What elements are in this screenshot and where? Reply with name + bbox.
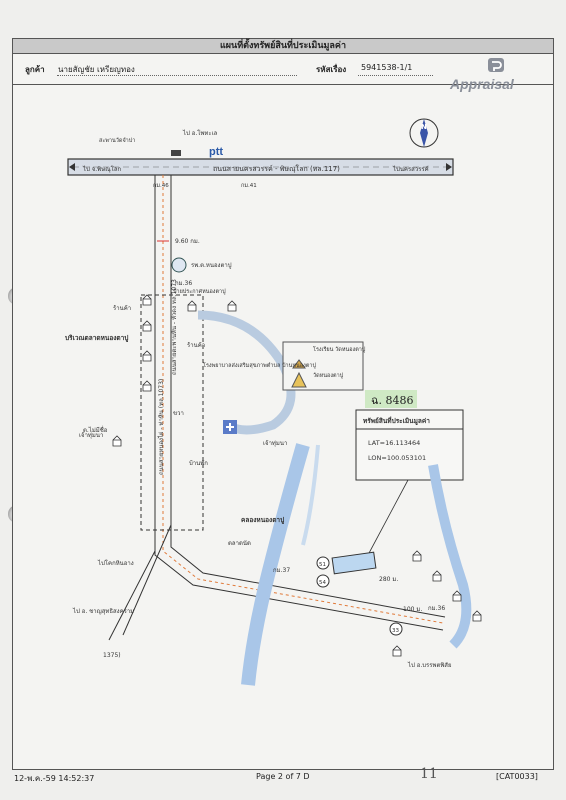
- printed-timestamp: 12-พ.ค.-59 14:52:37: [14, 774, 95, 783]
- gas-station-icon: [171, 150, 181, 156]
- lat-value: LAT=16.113464: [368, 439, 420, 447]
- pagoda-icon: [291, 371, 307, 388]
- school-icon: [171, 257, 187, 273]
- km46-label: กม.46: [153, 183, 169, 189]
- catalog-code: [CAT0033]: [496, 772, 538, 781]
- side-road-label-2: ถนนสายตะพานหิน - หัวดง ทล.1073: [171, 279, 178, 375]
- khwa-label: ขวา: [173, 410, 184, 417]
- to-phopra-label: ไป อ.โพทะเล: [182, 129, 218, 137]
- canal-branch: [301, 444, 320, 546]
- handwritten-mark: 11: [420, 766, 438, 782]
- ptt-label: ptt: [209, 146, 223, 158]
- arrow-left-icon: [69, 163, 75, 171]
- handwritten-note: [365, 390, 417, 408]
- cross-icon: [226, 423, 234, 431]
- house-label: บ้านพัก: [189, 460, 208, 467]
- market-area-label: บริเวณตลาดหนองตาปู: [65, 334, 128, 343]
- market-label: ตลาดนัด: [228, 540, 251, 547]
- location-map: ถนนสายนครสวรรค์ - พิษณุโลก (ทล.117) ไป จ…: [65, 118, 482, 686]
- km37-label: กม.37: [273, 567, 290, 574]
- km36-label: กม.36: [175, 280, 192, 287]
- side-road: ถนนสายหนองไผ่ - ท่าหิน (ทล.1073) ถนนสายต…: [108, 175, 446, 641]
- logo-text: Appraisal: [450, 76, 514, 92]
- shop-label: ร้านค้า: [113, 305, 131, 312]
- page-number: Page 2 of 7 D: [256, 772, 310, 781]
- market-zone: [140, 294, 204, 531]
- customer-underline: [57, 75, 297, 76]
- ricefield-label: เจ้าทุ่มนา: [263, 440, 287, 447]
- marker-33: 33: [392, 628, 399, 634]
- shop-label-2: ร้านค้า: [187, 342, 205, 349]
- header-bar: แผนที่ตั้งทรัพย์สินที่ประเมินมูลค่า: [13, 39, 553, 54]
- side-road-label: ถนนสายหนองไผ่ - ท่าหิน (ทล.1073): [157, 379, 165, 475]
- marker-54-icon: [316, 574, 330, 588]
- marker-51: 51: [319, 562, 326, 568]
- page-title: แผนที่ตั้งทรัพย์สินที่ประเมินมูลค่า: [219, 41, 346, 51]
- dist-960-label: 9.60 กม.: [175, 238, 200, 245]
- hospital-label: โรงพยาบาลส่งเสริมสุขภาพตำบล บ้านหนองตาปู: [203, 361, 316, 369]
- pointer-line: [367, 479, 409, 556]
- to-chanasongkhram-label: ไป อ. ชาญสุทธิสงคราม: [72, 607, 134, 615]
- compass-icon: N: [409, 118, 439, 148]
- farmland-label: เจ้าทุ่มนา: [79, 432, 103, 439]
- marker-33-icon: [389, 622, 403, 636]
- property-info-box: ทรัพย์สินที่ประเมินมูลค่า LAT=16.113464 …: [355, 409, 464, 556]
- to-nakhonsawan-label: ไปนครสวรรค์: [392, 165, 429, 173]
- appraisal-logo: Appraisal: [450, 56, 550, 96]
- dist-280-label: 280 ม.: [379, 576, 398, 583]
- code-value: 5941538-1/1: [361, 63, 413, 72]
- signal-label: สะพานวัดจำปา: [99, 137, 135, 144]
- property-plot: [331, 551, 377, 575]
- compass-label: N: [421, 123, 427, 131]
- km36b-label: กม.36: [428, 605, 445, 612]
- code-underline: [358, 75, 433, 76]
- code-label: รหัสเรื่อง: [316, 65, 347, 74]
- temple-school-label: โรงเรียน วัดหนองตาปู: [313, 345, 366, 353]
- house-icons: [112, 294, 482, 657]
- appraisal-logo-icon: [488, 58, 504, 72]
- info-row: ลูกค้า นายสัญชัย เหรียญทอง รหัสเรื่อง 59…: [13, 54, 553, 92]
- main-road-label: ถนนสายนครสวรรค์ - พิษณุโลก (ทล.117): [213, 164, 340, 173]
- school-label: รพ.ต.หนองตาปู: [191, 262, 232, 269]
- handwritten-text: ฉ. 8486: [371, 394, 413, 407]
- lon-value: LON=100.053101: [368, 454, 426, 462]
- customer-name: นายสัญชัย เหรียญทอง: [58, 65, 135, 74]
- temple-icon: [292, 359, 306, 369]
- car-park-label: ไปโคกหินอาง: [97, 559, 134, 567]
- rubber-label: ต.ไม่มีชื่อ: [83, 426, 108, 434]
- temple-road: [197, 310, 296, 435]
- customer-label: ลูกค้า: [25, 65, 45, 74]
- marker-54: 54: [319, 580, 326, 586]
- temple-label: วัดหนองตาปู: [313, 372, 344, 379]
- main-highway: ถนนสายนครสวรรค์ - พิษณุโลก (ทล.117) ไป จ…: [67, 129, 454, 189]
- to-banphot-label: ไป อ.บรรพตพิสัย: [407, 661, 451, 669]
- canal-west: [241, 443, 310, 686]
- arrow-right-icon: [446, 163, 452, 171]
- canal-east: [428, 464, 472, 649]
- canal-label: คลองหนองตาปู: [241, 516, 284, 525]
- road-1375-label: 1375): [103, 652, 121, 659]
- marker-51-icon: [316, 556, 330, 570]
- to-phitsanulok-label: ไป จ.พิษณุโลก: [82, 165, 122, 173]
- bus-label: ป้ายประกาศหนองตาปู: [173, 288, 226, 295]
- property-box-title: ทรัพย์สินที่ประเมินมูลค่า: [363, 415, 430, 426]
- km41-label: กม.41: [241, 183, 257, 189]
- dist-100-label: 100 ม.: [403, 606, 422, 613]
